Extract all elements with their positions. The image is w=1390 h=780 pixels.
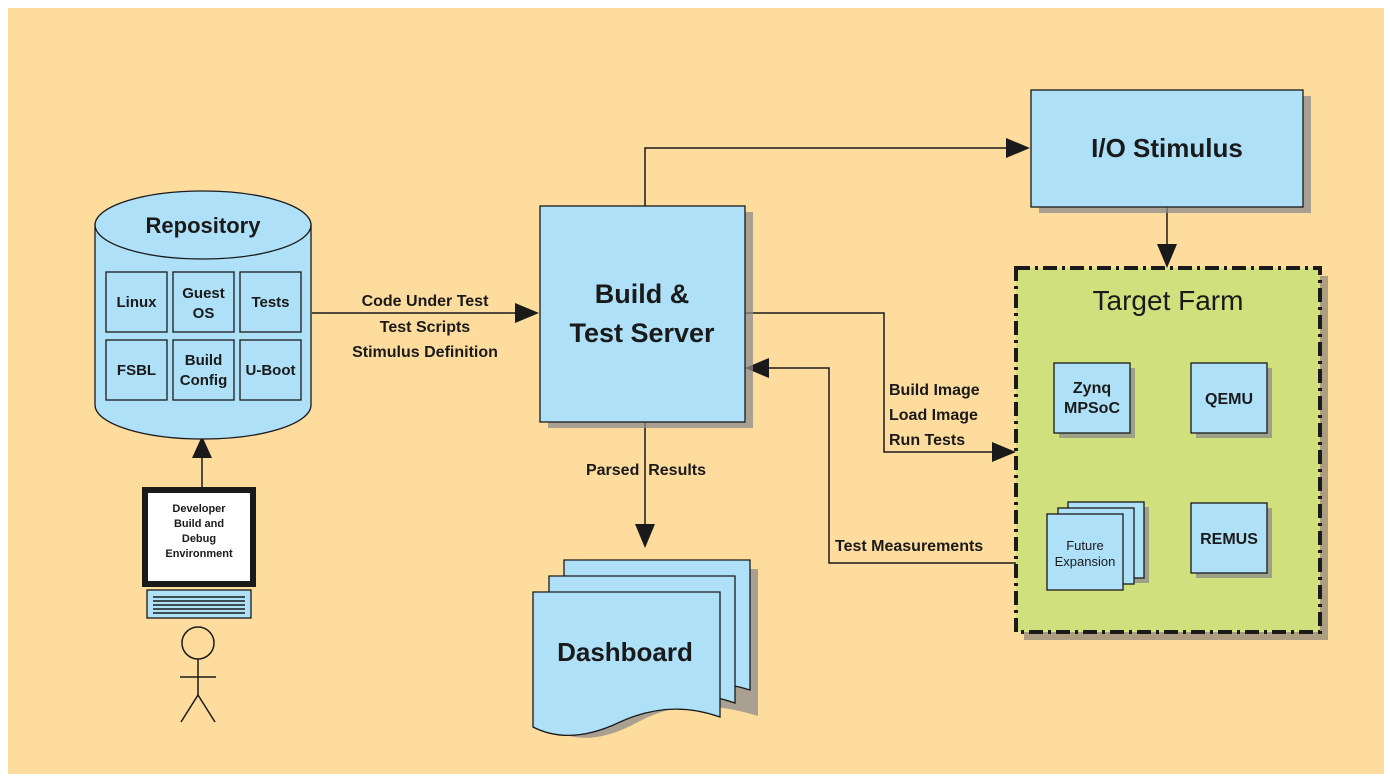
edge-label-stimulus-definition: Stimulus Definition [352, 344, 498, 361]
build-test-server-box [539, 205, 746, 423]
io-stimulus-label: I/O Stimulus [1091, 133, 1243, 163]
repo-item-guest-os-box [172, 271, 235, 333]
edge-label-test-scripts: Test Scripts [380, 319, 471, 336]
edge-label-code-under-test: Code Under Test [362, 293, 490, 310]
developer-monitor: Developer Build and Debug Environment [142, 487, 256, 587]
developer-label-line4: Environment [165, 548, 233, 560]
developer-person-icon [180, 626, 216, 723]
repo-item-linux: Linux [117, 294, 158, 311]
edge-label-build-image: Build Image [889, 382, 980, 399]
dashboard-label: Dashboard [557, 637, 693, 667]
repo-item-tests: Tests [251, 294, 289, 311]
target-farm-title: Target Farm [1093, 285, 1244, 316]
remus-label: REMUS [1200, 531, 1258, 548]
arrow-head-farm-top [1157, 244, 1177, 268]
repo-item-fsbl: FSBL [117, 362, 156, 379]
repository-top [94, 190, 312, 260]
arrow-head-server-input [515, 303, 539, 323]
target-farm: Target Farm Zynq MPSoC QEMU Future Expan… [1014, 266, 1328, 640]
keyboard-icon [146, 589, 252, 619]
qemu-label: QEMU [1205, 391, 1253, 408]
arrow-head-server-right [745, 358, 769, 378]
build-test-server-line2: Test Server [569, 318, 715, 348]
developer-label-line3: Debug [182, 533, 216, 545]
monitor-frame [142, 487, 256, 587]
repo-item-guest-os-line1: Guest [182, 285, 225, 302]
build-test-server: Build & Test Server [539, 205, 753, 428]
io-stimulus-box [1030, 89, 1304, 208]
zynq-label-line2: MPSoC [1064, 400, 1120, 417]
repo-item-linux-box [105, 271, 168, 333]
repo-item-tests-box [239, 271, 302, 333]
arrow-head-repo-input [192, 436, 212, 458]
dashboard-documents: Dashboard [532, 559, 758, 738]
edge-label-run-tests: Run Tests [889, 432, 965, 449]
repository-title: Repository [146, 213, 262, 238]
edge-label-test-measurements: Test Measurements [835, 538, 983, 555]
build-test-server-line1: Build & [595, 279, 690, 309]
repo-item-fsbl-box [105, 339, 168, 401]
repository-cylinder: Repository Linux Guest OS Tests FSBL Bui… [94, 190, 312, 440]
future-expansion-line2: Expansion [1055, 554, 1116, 569]
edge-server-to-farm [745, 312, 995, 453]
io-stimulus: I/O Stimulus [1030, 89, 1311, 213]
arrow-head-farm-left [992, 442, 1016, 462]
arrow-head-stimulus-input [1006, 138, 1030, 158]
qemu-box [1190, 362, 1268, 434]
future-expansion-box [1046, 513, 1124, 591]
edge-farm-to-server [765, 367, 1016, 564]
edge-label-parsed-results: Parsed Results [586, 462, 706, 479]
repo-item-build-config-line1: Build [185, 352, 223, 369]
future-expansion-stack: Future Expansion [1046, 501, 1149, 591]
zynq-label-line1: Zynq [1073, 380, 1111, 397]
arrow-head-dashboard-input [635, 524, 655, 548]
repo-item-u-boot-box [239, 339, 302, 401]
repo-item-u-boot: U-Boot [246, 362, 296, 379]
developer-label-line2: Build and [174, 518, 224, 530]
repo-item-build-config-line2: Config [180, 372, 227, 389]
edge-server-to-stimulus [644, 147, 1010, 206]
zynq-mpsoc-box [1053, 362, 1131, 434]
developer-label-line1: Developer [172, 503, 226, 515]
edge-label-load-image: Load Image [889, 407, 978, 424]
repo-item-guest-os-line2: OS [193, 305, 215, 322]
future-expansion-line1: Future [1066, 538, 1104, 553]
dashboard-page-front [532, 591, 721, 736]
remus-box [1190, 502, 1268, 574]
repo-item-build-config-box [172, 339, 235, 401]
